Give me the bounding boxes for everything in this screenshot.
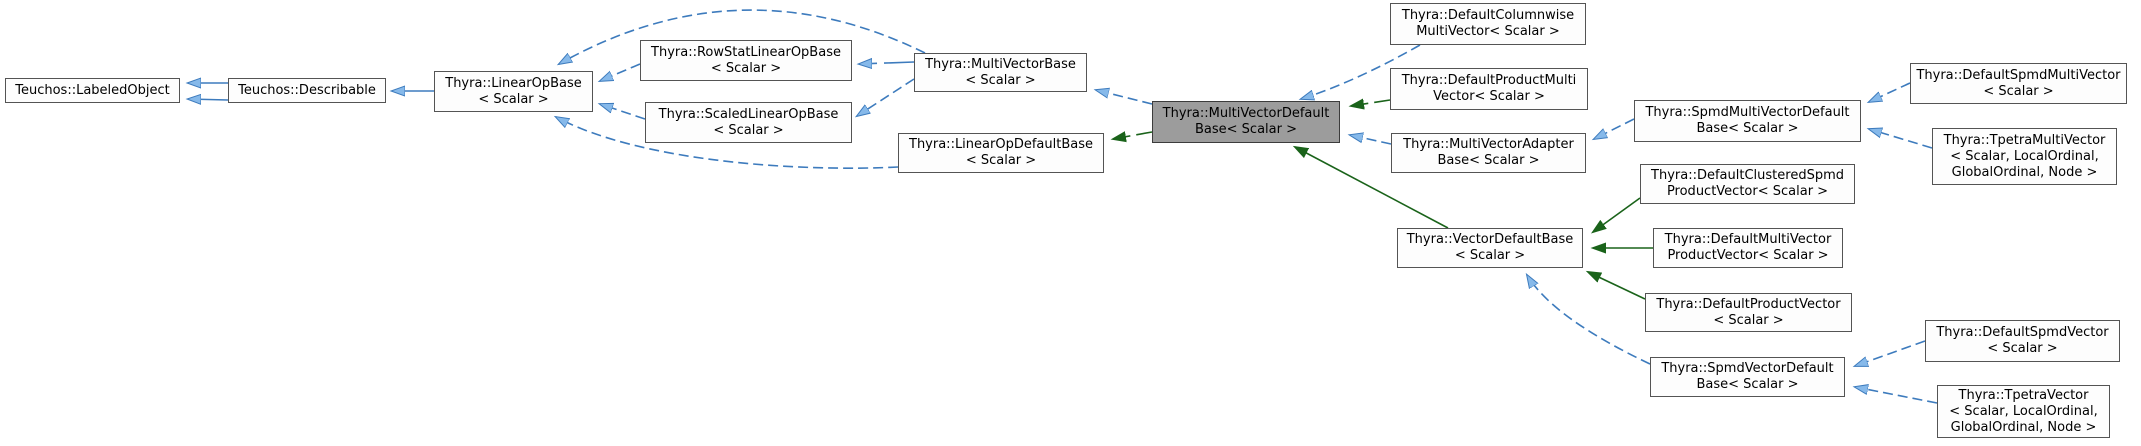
edge-multivectordefaultbase-to-linearopdefaultbase bbox=[1113, 132, 1153, 139]
node-row-stat-linear-op-base[interactable]: Thyra::RowStatLinearOpBase < Scalar > bbox=[640, 40, 852, 81]
node-label: Teuchos::Describable bbox=[238, 82, 376, 98]
node-label: Thyra::DefaultMultiVector ProductVector<… bbox=[1664, 232, 1832, 263]
node-label: Thyra::RowStatLinearOpBase < Scalar > bbox=[651, 44, 841, 76]
node-multi-vector-default-base[interactable]: Thyra::MultiVectorDefault Base< Scalar > bbox=[1152, 101, 1340, 143]
node-scaled-linear-op-base[interactable]: Thyra::ScaledLinearOpBase < Scalar > bbox=[645, 102, 852, 143]
node-teuchos-describable[interactable]: Teuchos::Describable bbox=[228, 78, 386, 103]
node-tpetra-vector[interactable]: Thyra::TpetraVector < Scalar, LocalOrdin… bbox=[1937, 385, 2110, 438]
edge-multivectorbase-to-linearopbase-arc bbox=[559, 9, 926, 64]
node-label: Thyra::DefaultProductVector < Scalar > bbox=[1656, 296, 1841, 328]
node-label: Thyra::MultiVectorBase < Scalar > bbox=[925, 56, 1076, 88]
node-label: Thyra::DefaultColumnwise MultiVector< Sc… bbox=[1401, 8, 1575, 39]
node-vector-default-base[interactable]: Thyra::VectorDefaultBase < Scalar > bbox=[1397, 228, 1583, 268]
node-label: Thyra::MultiVectorAdapter Base< Scalar > bbox=[1403, 137, 1574, 168]
node-label: Thyra::DefaultSpmdVector < Scalar > bbox=[1936, 325, 2109, 356]
node-tpetra-multi-vector[interactable]: Thyra::TpetraMultiVector < Scalar, Local… bbox=[1932, 128, 2117, 185]
edge-spmdvectordefaultbase-to-vectordefaultbase bbox=[1527, 275, 1651, 365]
node-label: Thyra::MultiVectorDefault Base< Scalar > bbox=[1162, 106, 1330, 137]
edge-multivectorbase-to-scaled bbox=[857, 78, 915, 116]
node-label: Thyra::DefaultProductMulti Vector< Scala… bbox=[1401, 73, 1577, 104]
edge-defaultclusteredspmd-to-vectordefaultbase bbox=[1593, 197, 1641, 232]
edge-defaultspmdmultivector-to-spmdmvdefaultbase bbox=[1869, 82, 1911, 102]
edge-multivectordefaultbase-to-multivectorbase bbox=[1096, 90, 1153, 105]
node-label: Thyra::VectorDefaultBase < Scalar > bbox=[1406, 232, 1574, 263]
edge-defaultproductvector-to-vectordefaultbase bbox=[1588, 272, 1646, 300]
edge-scaled-to-linearopbase bbox=[600, 104, 646, 120]
node-label: Thyra::LinearOpDefaultBase < Scalar > bbox=[909, 137, 1093, 168]
node-label: Thyra::DefaultClusteredSpmd ProductVecto… bbox=[1651, 168, 1844, 199]
node-linear-op-default-base[interactable]: Thyra::LinearOpDefaultBase < Scalar > bbox=[898, 133, 1104, 173]
node-default-spmd-multi-vector[interactable]: Thyra::DefaultSpmdMultiVector < Scalar > bbox=[1910, 63, 2127, 104]
node-spmd-multi-vector-default-base[interactable]: Thyra::SpmdMultiVectorDefault Base< Scal… bbox=[1634, 100, 1861, 142]
edge-rowstat-to-linearopbase bbox=[600, 63, 641, 81]
node-default-columnwise-multi-vector[interactable]: Thyra::DefaultColumnwise MultiVector< Sc… bbox=[1390, 3, 1586, 45]
node-label: Thyra::SpmdMultiVectorDefault Base< Scal… bbox=[1645, 105, 1850, 136]
edge-multivectoradapterbase-to-multivectordefaultbase bbox=[1350, 135, 1392, 145]
node-label: Thyra::TpetraVector < Scalar, LocalOrdin… bbox=[1949, 387, 2098, 435]
node-label: Thyra::LinearOpBase < Scalar > bbox=[445, 75, 582, 107]
node-default-product-multi-vector[interactable]: Thyra::DefaultProductMulti Vector< Scala… bbox=[1390, 68, 1588, 110]
node-label: Thyra::SpmdVectorDefault Base< Scalar > bbox=[1661, 361, 1834, 392]
node-linear-op-base[interactable]: Thyra::LinearOpBase < Scalar > bbox=[434, 71, 593, 112]
edge-tpetravector-to-spmdvectordefaultbase bbox=[1855, 387, 1938, 404]
edge-defaultproductmultivector-to-multivectordefaultbase bbox=[1351, 100, 1391, 106]
edge-describable-to-labeledobject-2 bbox=[188, 99, 229, 100]
node-multi-vector-base[interactable]: Thyra::MultiVectorBase < Scalar > bbox=[914, 53, 1087, 92]
edge-multivectorbase-to-rowstat bbox=[859, 62, 915, 64]
node-default-product-vector[interactable]: Thyra::DefaultProductVector < Scalar > bbox=[1645, 293, 1852, 332]
node-multi-vector-adapter-base[interactable]: Thyra::MultiVectorAdapter Base< Scalar > bbox=[1391, 133, 1586, 173]
edge-defaultspmdvector-to-spmdvectordefaultbase bbox=[1855, 340, 1926, 366]
node-label: Thyra::ScaledLinearOpBase < Scalar > bbox=[658, 106, 839, 138]
edge-tpetramultivector-to-spmdmvdefaultbase bbox=[1869, 129, 1933, 149]
edge-spmdmultivectordefaultbase-to-adapterbase bbox=[1594, 118, 1635, 139]
node-default-multi-vector-product-vector[interactable]: Thyra::DefaultMultiVector ProductVector<… bbox=[1653, 228, 1843, 268]
node-label: Thyra::DefaultSpmdMultiVector < Scalar > bbox=[1916, 67, 2121, 99]
edge-linearopdefaultbase-to-linearopbase-arc bbox=[556, 117, 899, 169]
node-label: Thyra::TpetraMultiVector < Scalar, Local… bbox=[1943, 132, 2106, 180]
node-label: Teuchos::LabeledObject bbox=[15, 82, 170, 98]
node-teuchos-labeled-object[interactable]: Teuchos::LabeledObject bbox=[5, 78, 180, 103]
edge-defaultcolumnwise-to-multivectordefaultbase bbox=[1301, 44, 1421, 99]
node-default-clustered-spmd-product-vector[interactable]: Thyra::DefaultClusteredSpmd ProductVecto… bbox=[1640, 164, 1855, 204]
node-spmd-vector-default-base[interactable]: Thyra::SpmdVectorDefault Base< Scalar > bbox=[1650, 357, 1845, 397]
node-default-spmd-vector[interactable]: Thyra::DefaultSpmdVector < Scalar > bbox=[1925, 320, 2120, 362]
edge-vectordefaultbase-to-multivectordefaultbase bbox=[1295, 147, 1449, 229]
